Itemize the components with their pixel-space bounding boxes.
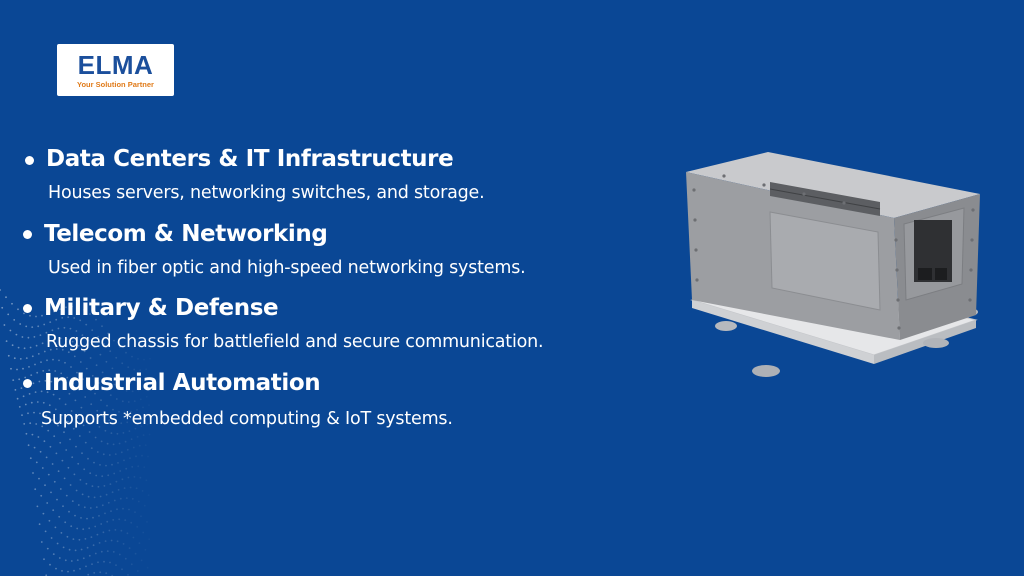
bullet-icon xyxy=(23,379,32,388)
logo-tagline: Your Solution Partner xyxy=(77,79,154,89)
logo-wordmark: ELMA xyxy=(77,49,154,80)
bullet-icon xyxy=(25,156,34,165)
elma-logo: ELMA Your Solution Partner xyxy=(57,44,174,96)
feature-title: Data Centers & IT Infrastructure xyxy=(46,146,454,172)
feature-title: Military & Defense xyxy=(44,295,279,321)
feature-title: Telecom & Networking xyxy=(44,221,328,247)
feature-description: Used in fiber optic and high-speed netwo… xyxy=(48,258,526,278)
bullet-icon xyxy=(23,304,32,313)
feature-description: Supports *embedded computing & IoT syste… xyxy=(41,409,453,429)
feature-title: Industrial Automation xyxy=(44,370,321,396)
chassis-enclosure-image xyxy=(686,152,980,377)
feature-description: Rugged chassis for battlefield and secur… xyxy=(46,332,544,352)
feature-description: Houses servers, networking switches, and… xyxy=(48,183,485,203)
bullet-icon xyxy=(23,230,32,239)
